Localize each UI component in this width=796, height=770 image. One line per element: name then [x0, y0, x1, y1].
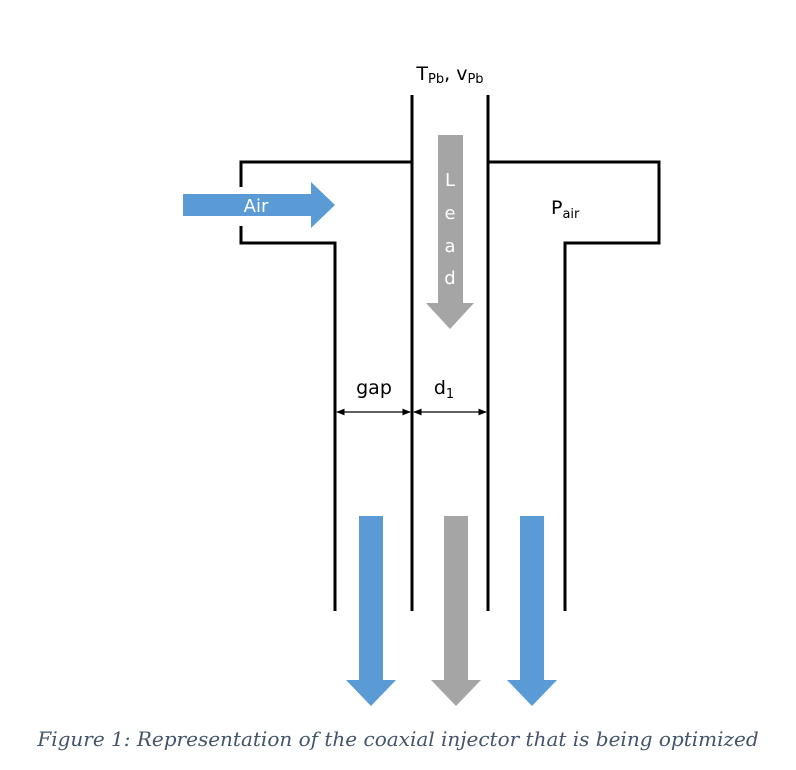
lead-temperature-symbol: T	[415, 63, 428, 85]
d1-subscript: 1	[446, 387, 454, 402]
gap-dimension: gap	[336, 377, 411, 416]
outflow-air-arrow-left	[346, 516, 396, 706]
air-inlet-arrow	[183, 182, 335, 228]
outflow-lead-arrow	[431, 516, 481, 706]
air-pressure-label: Pair	[551, 197, 580, 222]
housing-left-lower-wall	[239, 226, 337, 611]
lead-tube	[410, 95, 490, 611]
lead-arrow	[426, 135, 474, 329]
lead-letter-1: L	[445, 170, 455, 191]
lead-letter-3: a	[444, 236, 455, 257]
d1-label: d1	[434, 377, 454, 402]
air-inlet-label: Air	[244, 196, 269, 217]
lead-letter-4: d	[444, 268, 455, 289]
outflow-air-arrow-right	[507, 516, 557, 706]
housing-right-wall	[488, 160, 661, 611]
label-separator: ,	[444, 63, 456, 85]
gap-label: gap	[356, 377, 392, 399]
lead-velocity-subscript: Pb	[467, 72, 483, 87]
figure-caption: Figure 1: Representation of the coaxial …	[37, 727, 759, 751]
d1-dimension: d1	[413, 377, 487, 416]
lead-letter-2: e	[444, 203, 455, 224]
outer-housing	[239, 160, 661, 611]
air-pressure-symbol: P	[551, 197, 562, 219]
lead-arrow-label: L e a d	[444, 170, 455, 289]
lead-velocity-symbol: v	[456, 63, 467, 85]
lead-conditions-label: TPb, vPb	[415, 63, 483, 87]
housing-left-wall	[239, 160, 412, 187]
lead-temperature-subscript: Pb	[428, 72, 444, 87]
air-pressure-subscript: air	[562, 207, 580, 222]
d1-symbol: d	[434, 377, 446, 399]
